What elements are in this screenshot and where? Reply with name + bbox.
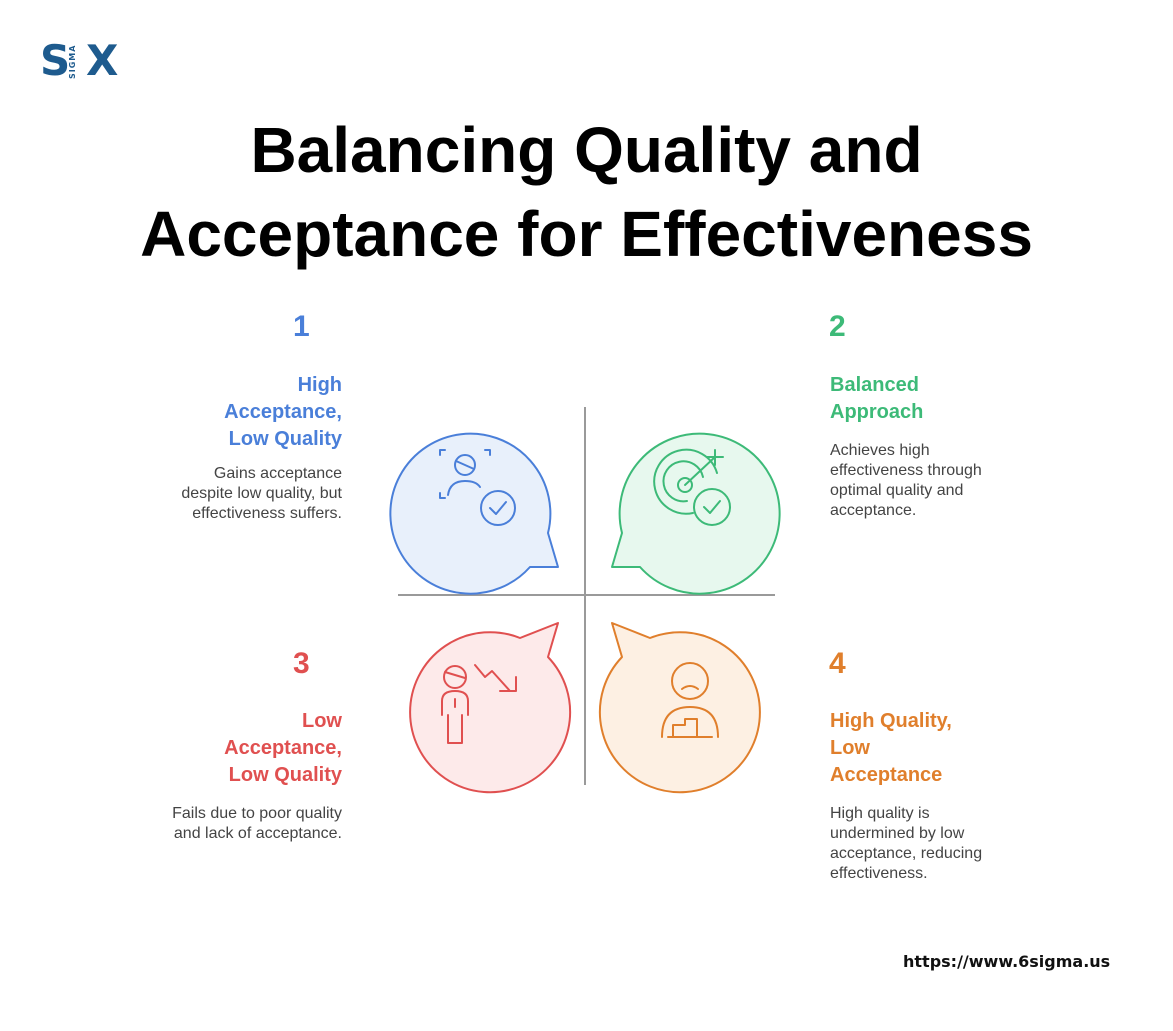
quadrant-1-description: Gains acceptance despite low quality, bu… <box>181 465 342 522</box>
heading-line: Low Quality <box>228 428 342 450</box>
logo-letter-s: S <box>40 36 71 85</box>
heading-line: Low <box>830 737 870 759</box>
heading-line: Acceptance <box>830 764 943 786</box>
quadrant-1-bubble <box>389 432 559 595</box>
heading-line: Acceptance, <box>224 737 342 759</box>
quadrant-1-number: 1 <box>293 310 310 343</box>
title-line-1: Balancing Quality and <box>250 114 923 186</box>
footer-url[interactable]: https://www.6sigma.us <box>903 952 1111 971</box>
quadrant-4-heading: High Quality, Low Acceptance <box>830 708 1000 789</box>
quadrant-3-description: Fails due to poor quality and lack of ac… <box>172 805 342 842</box>
heading-line: High <box>297 374 342 396</box>
heading-line: Low Quality <box>228 764 342 786</box>
quadrant-4-bubble <box>598 622 761 794</box>
person-scan-check-icon <box>439 449 516 526</box>
heading-line: Balanced <box>830 374 919 396</box>
quadrant-2-description: Achieves high effectiveness through opti… <box>830 442 982 519</box>
page-title: Balancing Quality and Acceptance for Eff… <box>0 108 1173 276</box>
quadrant-3-bubble <box>409 622 572 794</box>
target-check-icon <box>653 448 731 526</box>
quadrant-3-heading: Low Acceptance, Low Quality <box>182 708 342 789</box>
heading-line: Low <box>302 710 342 732</box>
quadrant-2-heading: Balanced Approach <box>830 372 1000 426</box>
logo-sigma-text: SIGMA <box>68 44 77 80</box>
logo-letter-x: X <box>86 36 119 85</box>
heading-line: Approach <box>830 401 924 423</box>
heading-line: Acceptance, <box>224 401 342 423</box>
quadrant-2-number: 2 <box>829 310 846 343</box>
sad-person-podium-icon <box>661 662 719 738</box>
quadrant-diagram <box>389 407 781 794</box>
person-decline-icon <box>441 664 517 744</box>
quadrant-4-number: 4 <box>829 647 846 680</box>
title-line-2: Acceptance for Effectiveness <box>140 198 1033 270</box>
quadrant-3-number: 3 <box>293 647 310 680</box>
six-sigma-logo: S SIGMA X <box>40 38 124 84</box>
quadrant-1-heading: High Acceptance, Low Quality <box>182 372 342 453</box>
quadrant-4-description: High quality is undermined by low accept… <box>830 805 983 882</box>
quadrant-2-bubble <box>611 432 781 595</box>
heading-line: High Quality, <box>830 710 952 732</box>
